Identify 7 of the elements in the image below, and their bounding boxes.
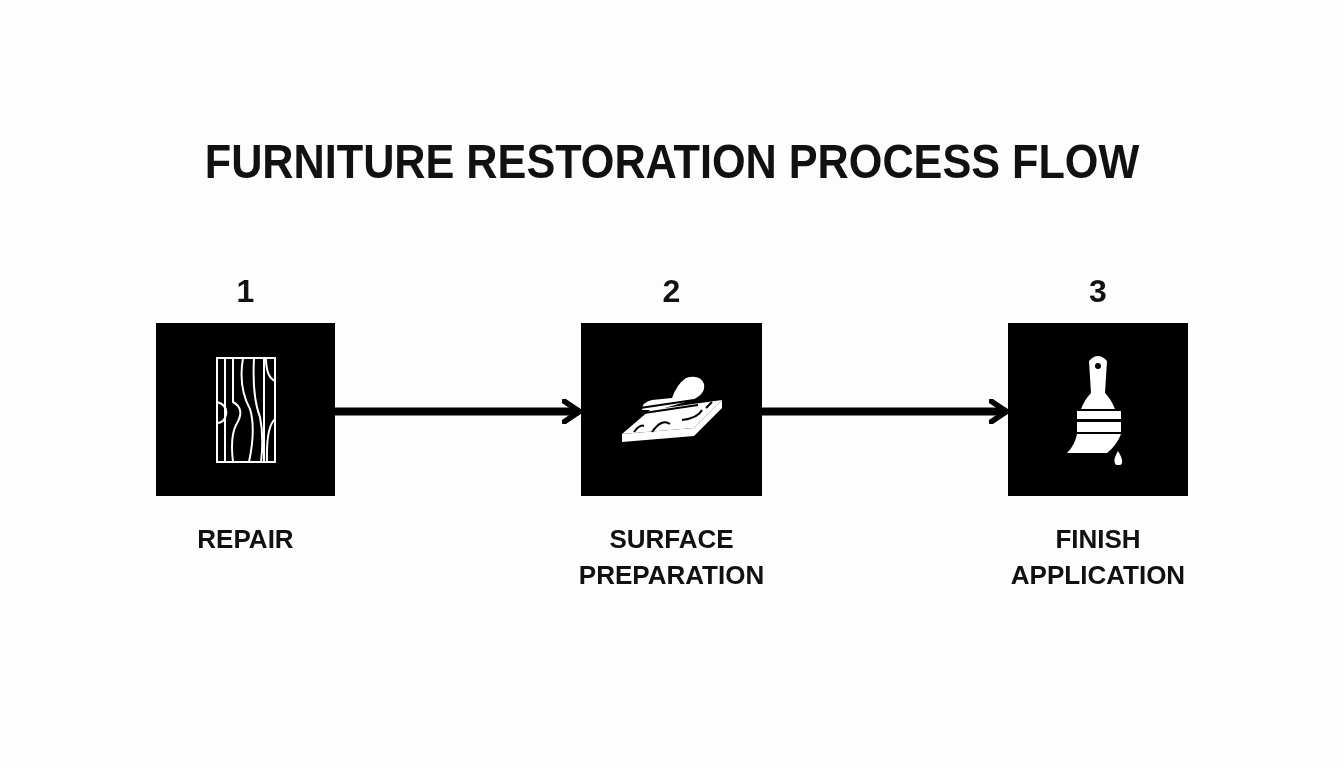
diagram-title: FURNITURE RESTORATION PROCESS FLOW (203, 134, 1141, 189)
step-number: 3 (1089, 273, 1107, 309)
step-label: REPAIR (197, 523, 294, 556)
step-label: FINISH APPLICATION (1009, 523, 1187, 592)
step-label: SURFACE PREPARATION (577, 523, 766, 592)
step-number: 2 (662, 273, 681, 309)
step-number: 1 (236, 273, 255, 309)
